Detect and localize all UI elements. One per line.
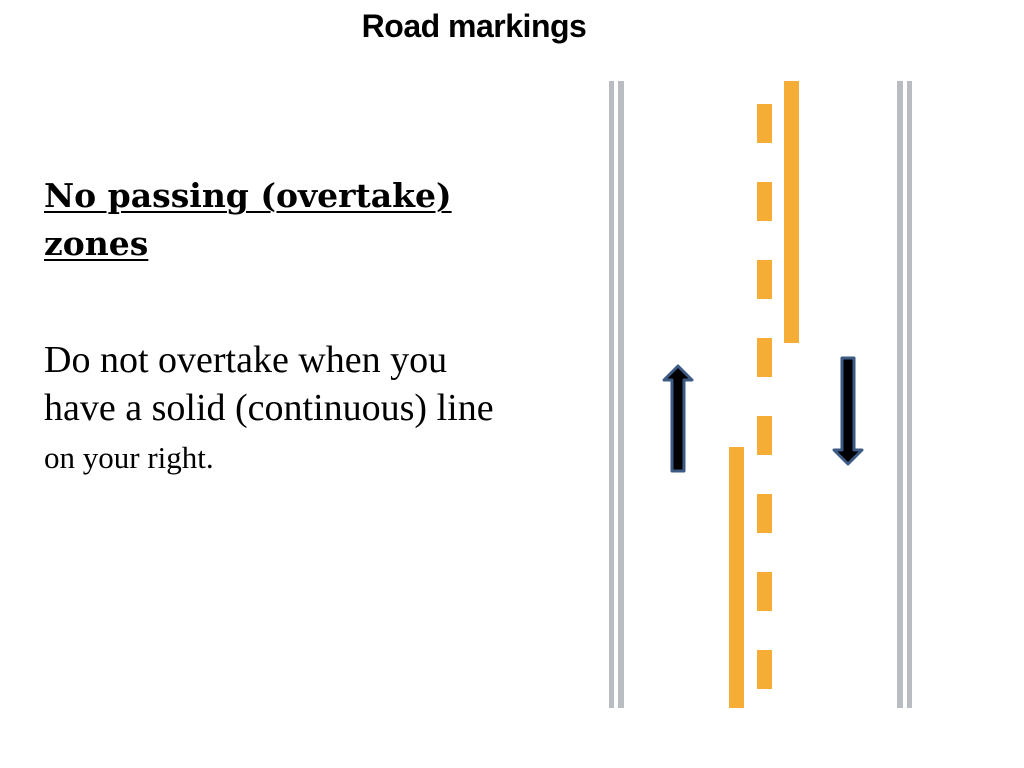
- center-broken-line: [757, 104, 772, 689]
- northbound-arrow-icon: [662, 364, 694, 473]
- section-heading: No passing (overtake) zones: [44, 176, 452, 263]
- center-dash: [757, 650, 772, 689]
- center-dash: [757, 182, 772, 221]
- southbound-arrow-icon: [832, 356, 864, 466]
- instruction-tail: on your right.: [44, 440, 214, 475]
- center-dash: [757, 416, 772, 455]
- left-edge-line-outer: [609, 81, 614, 708]
- instruction-text: Do not overtake when you have a solid (c…: [44, 336, 504, 482]
- right-edge-line-inner: [897, 81, 903, 708]
- slide-title: Road markings: [361, 8, 587, 44]
- center-dash: [757, 494, 772, 533]
- instruction-main: Do not overtake when you have a solid (c…: [44, 339, 494, 429]
- center-dash: [757, 104, 772, 143]
- right-edge-line-outer: [907, 81, 912, 708]
- center-dash: [757, 338, 772, 377]
- left-edge-line-inner: [618, 81, 624, 708]
- center-dash: [757, 572, 772, 611]
- solid-line-upper: [784, 81, 799, 343]
- center-dash: [757, 260, 772, 299]
- solid-line-lower: [729, 447, 744, 708]
